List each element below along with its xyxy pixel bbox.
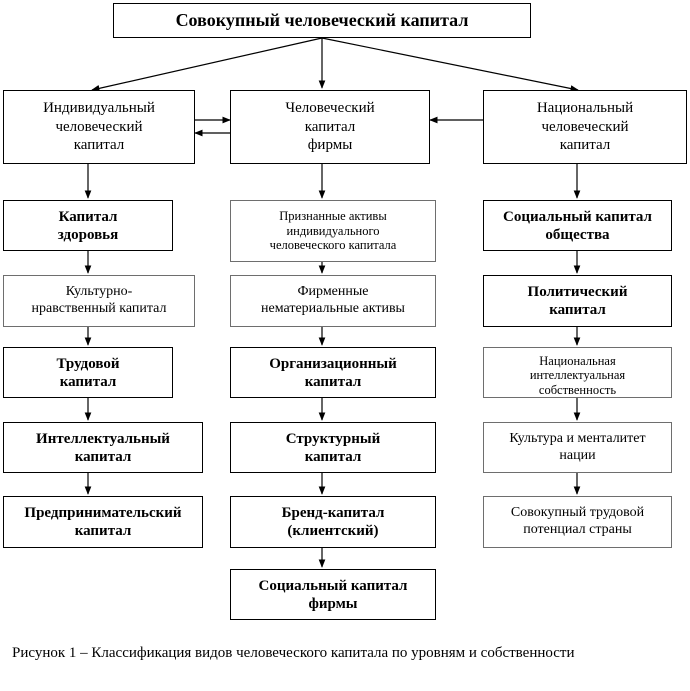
- figure-caption: Рисунок 1 – Классификация видов человече…: [12, 645, 575, 661]
- firm-item-5-label: Бренд-капитал (клиентский): [281, 505, 385, 539]
- national-item-1-label: Социальный капитал общества: [503, 208, 652, 243]
- firm-item-6-label: Социальный капитал фирмы: [258, 577, 408, 612]
- firm-item-1: Признанные активы индивидуального челове…: [230, 200, 436, 262]
- firm-header-label: Человеческий капитал фирмы: [285, 99, 375, 154]
- national-item-2: Политический капитал: [483, 275, 672, 327]
- individual-header-label: Индивидуальный человеческий капитал: [43, 99, 155, 154]
- national-item-3-label: Национальная интеллектуальная собственно…: [529, 354, 626, 397]
- individual-item-3-label: Трудовой капитал: [56, 355, 120, 390]
- national-item-5-label: Совокупный трудовой потенциал страны: [510, 505, 645, 537]
- arrow-top-to-national: [321, 37, 579, 92]
- individual-item-2: Культурно- нравственный капитал: [3, 275, 195, 327]
- individual-header-box: Индивидуальный человеческий капитал: [3, 90, 195, 164]
- individual-item-1-label: Капитал здоровья: [57, 208, 119, 243]
- firm-item-2-label: Фирменные нематериальные активы: [261, 284, 405, 316]
- total-human-capital-label: Совокупный человеческий капитал: [175, 9, 469, 30]
- national-header-label: Национальный человеческий капитал: [536, 99, 634, 154]
- individual-item-2-label: Культурно- нравственный капитал: [31, 284, 167, 316]
- firm-item-5: Бренд-капитал (клиентский): [230, 496, 436, 548]
- firm-item-1-label: Признанные активы индивидуального челове…: [269, 209, 397, 253]
- firm-header-box: Человеческий капитал фирмы: [230, 90, 430, 164]
- individual-item-1: Капитал здоровья: [3, 200, 173, 251]
- national-header-box: Национальный человеческий капитал: [483, 90, 687, 164]
- individual-item-4-label: Интеллектуальный капитал: [36, 430, 170, 465]
- firm-item-2: Фирменные нематериальные активы: [230, 275, 436, 327]
- national-item-4: Культура и менталитет нации: [483, 422, 672, 473]
- national-item-2-label: Политический капитал: [527, 284, 628, 318]
- firm-item-4: Структурный капитал: [230, 422, 436, 473]
- national-item-3: Национальная интеллектуальная собственно…: [483, 347, 672, 398]
- national-item-5: Совокупный трудовой потенциал страны: [483, 496, 672, 548]
- individual-item-3: Трудовой капитал: [3, 347, 173, 398]
- individual-item-5-label: Предпринимательский капитал: [24, 505, 182, 539]
- total-human-capital-box: Совокупный человеческий капитал: [113, 3, 531, 38]
- firm-item-3-label: Организационный капитал: [269, 355, 397, 390]
- individual-item-5: Предпринимательский капитал: [3, 496, 203, 548]
- firm-item-4-label: Структурный капитал: [285, 430, 381, 465]
- firm-item-6: Социальный капитал фирмы: [230, 569, 436, 620]
- firm-item-3: Организационный капитал: [230, 347, 436, 398]
- arrow-top-to-individual: [91, 37, 323, 92]
- national-item-4-label: Культура и менталитет нации: [509, 430, 646, 463]
- individual-item-4: Интеллектуальный капитал: [3, 422, 203, 473]
- national-item-1: Социальный капитал общества: [483, 200, 672, 251]
